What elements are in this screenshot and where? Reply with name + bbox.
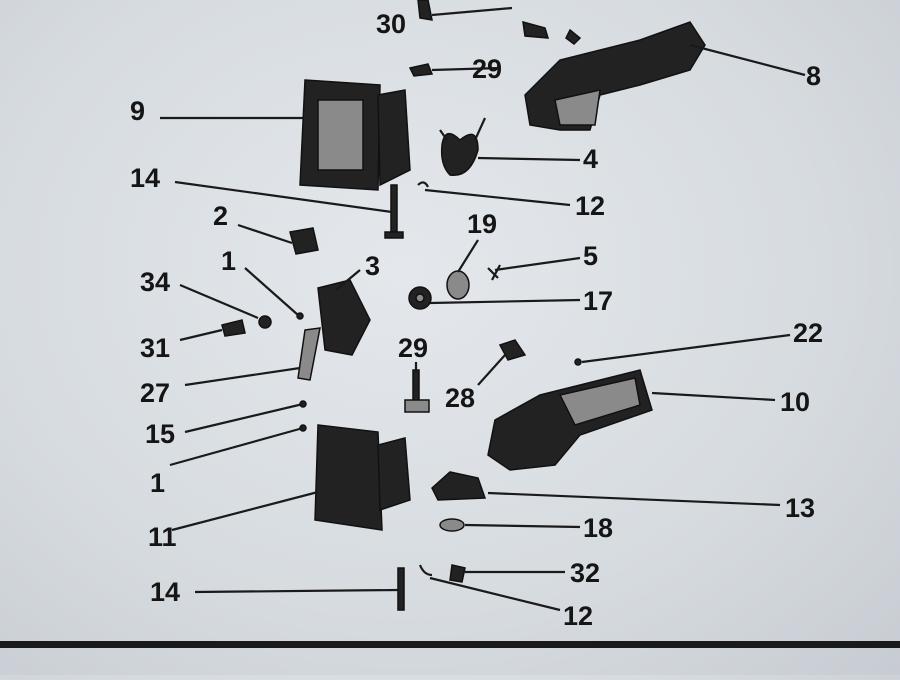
leader-lines (160, 6, 806, 612)
callout-27: 27 (140, 378, 170, 408)
callout-29-lower: 29 (398, 333, 428, 363)
callout-4: 4 (583, 144, 598, 174)
callout-2: 2 (213, 201, 228, 231)
callout-5: 5 (583, 241, 598, 271)
callout-9: 9 (130, 96, 145, 126)
callout-labels: 30 29 8 9 4 14 12 2 19 5 1 3 34 17 31 22… (130, 9, 823, 631)
page-bottom-rule (0, 641, 900, 648)
part-bracket-10 (487, 369, 653, 471)
callout-14-lower: 14 (150, 577, 180, 607)
callout-34: 34 (140, 267, 170, 297)
callout-17: 17 (583, 286, 613, 316)
part-block-13 (431, 471, 487, 501)
part-small-bits (221, 0, 582, 611)
part-hinge-plate-11 (314, 424, 411, 531)
callout-12-lower: 12 (563, 601, 593, 631)
callout-32: 32 (570, 558, 600, 588)
callout-10: 10 (780, 387, 810, 417)
callout-29: 29 (472, 54, 502, 84)
callout-8: 8 (806, 61, 821, 91)
callout-22: 22 (793, 318, 823, 348)
part-spring-4 (439, 117, 487, 177)
part-lever-3-27 (297, 279, 371, 381)
callout-30: 30 (376, 9, 406, 39)
part-bracket-8 (524, 21, 706, 131)
callout-18: 18 (583, 513, 613, 543)
callout-3: 3 (365, 251, 380, 281)
callout-31: 31 (140, 333, 170, 363)
callout-11: 11 (148, 522, 177, 552)
callout-28: 28 (445, 383, 475, 413)
callout-13: 13 (785, 493, 815, 523)
callout-1-lower: 1 (150, 468, 165, 498)
callout-14: 14 (130, 163, 160, 193)
callout-12: 12 (575, 191, 605, 221)
part-hinge-plate-9 (299, 79, 411, 191)
callout-1: 1 (221, 246, 236, 276)
callout-19: 19 (467, 209, 497, 239)
callout-15: 15 (145, 419, 175, 449)
